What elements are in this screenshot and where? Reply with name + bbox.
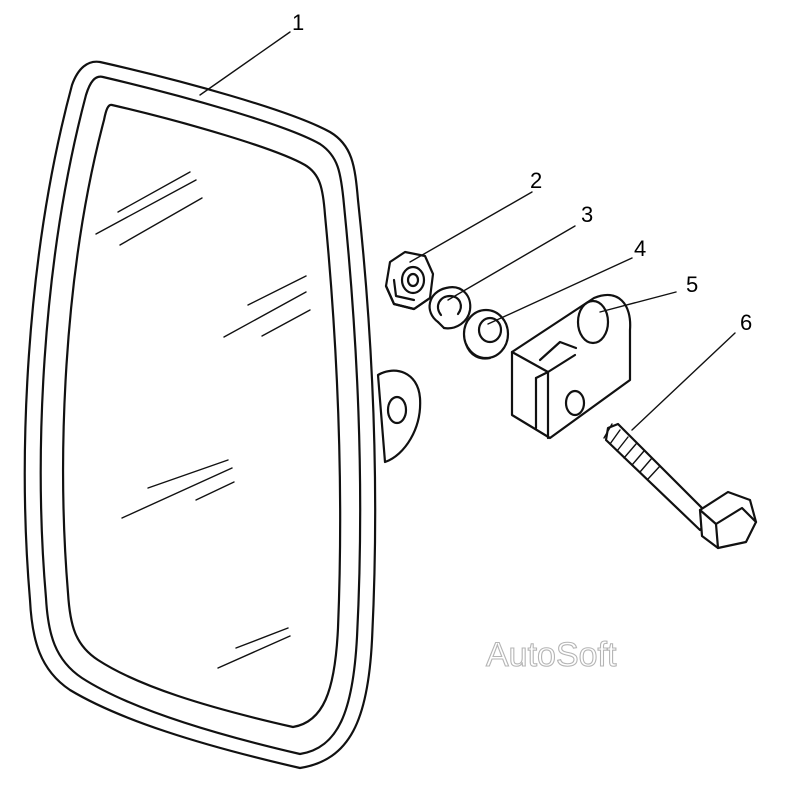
part-2-hex-nut: [384, 250, 435, 311]
mirror-mount-lug: [376, 369, 422, 464]
callout-2: 2: [530, 168, 542, 193]
mirror-frame-inner-edge: [39, 75, 362, 756]
part-1-mirror: [23, 60, 422, 770]
callout-4: 4: [634, 236, 646, 261]
mirror-mount-hole: [386, 395, 408, 425]
leader-lines: [199, 31, 736, 431]
callout-1: 1: [292, 10, 304, 35]
mirror-reflection-marks: [95, 171, 311, 669]
watermark-autosoft: AutoSoft: [486, 636, 617, 674]
part-4-flat-washer: [462, 308, 510, 360]
part-3-lock-washer: [428, 286, 472, 330]
part-5-clamp-block: [510, 293, 632, 440]
callout-6: 6: [740, 310, 752, 335]
mirror-outer-frame: [23, 60, 377, 770]
callout-3: 3: [581, 202, 593, 227]
bolt-thread-marks: [603, 423, 661, 480]
mirror-glass: [62, 103, 342, 729]
callout-5: 5: [686, 272, 698, 297]
part-6-hex-bolt: [603, 422, 758, 550]
